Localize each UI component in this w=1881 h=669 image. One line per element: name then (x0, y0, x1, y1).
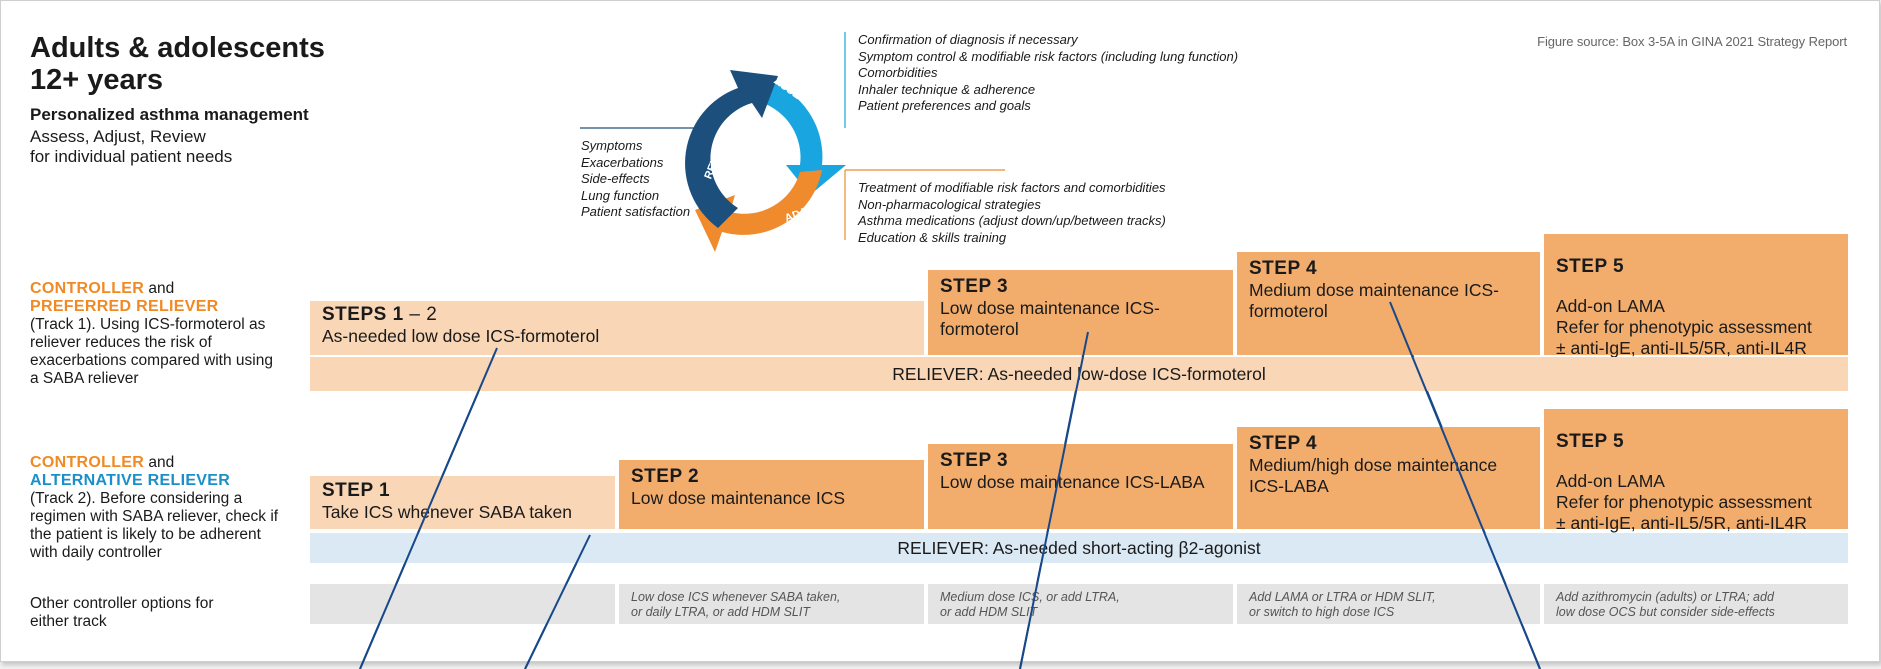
track2-step-2: STEP 2 Low dose maintenance ICS (619, 460, 924, 529)
controller-keyword: CONTROLLER (30, 454, 145, 471)
track1-reliever-bar: RELIEVER: As-needed low-dose ICS-formote… (310, 357, 1848, 391)
track1-step-1-2: STEPS 1 – 2 As-needed low dose ICS-formo… (310, 301, 924, 355)
list-item: Asthma medications (adjust down/up/betwe… (858, 213, 1166, 228)
track2-step-4: STEP 4 Medium/high dose maintenance ICS-… (1237, 427, 1540, 529)
other-options-cell-5: Add azithromycin (adults) or LTRA; add l… (1544, 584, 1848, 624)
other-options-cell-2: Low dose ICS whenever SABA taken, or dai… (619, 584, 924, 624)
assess-arrow-icon (760, 80, 846, 195)
list-item: Inhaler technique & adherence (858, 81, 1036, 97)
list-item: Symptom control & modifiable risk factor… (858, 48, 1239, 64)
list-item: Treatment of modifiable risk factors and… (858, 180, 1166, 195)
track1-label: CONTROLLER and PREFERRED RELIEVER (Track… (30, 280, 282, 388)
other-options-cell-4: Add LAMA or LTRA or HDM SLIT, or switch … (1237, 584, 1540, 624)
list-item: Exacerbations (581, 154, 664, 170)
list-item: Symptoms (581, 138, 643, 153)
alternative-reliever-keyword: ALTERNATIVE RELIEVER (30, 472, 231, 489)
page-title: Adults & adolescents 12+ years (30, 32, 325, 96)
list-item: Side-effects (581, 171, 650, 186)
subtext: Assess, Adjust, Review for individual pa… (30, 127, 233, 166)
preferred-reliever-keyword: PREFERRED RELIEVER (30, 298, 219, 315)
track2-step-1: STEP 1 Take ICS whenever SABA taken (310, 476, 615, 529)
other-options-cell-3: Medium dose ICS, or add LTRA, or add HDM… (928, 584, 1233, 624)
track1-step-5: STEP 5 Add-on LAMA Refer for phenotypic … (1544, 234, 1848, 379)
review-items: Symptoms Exacerbations Side-effects Lung… (581, 138, 690, 221)
title-line-1: Adults & adolescents (30, 32, 325, 64)
track1-description: (Track 1). Using ICS-formoterol as relie… (30, 316, 273, 387)
track2-reliever-bar: RELIEVER: As-needed short-acting β2-agon… (310, 533, 1848, 563)
adjust-items: Treatment of modifiable risk factors and… (858, 180, 1166, 246)
list-item: Patient preferences and goals (858, 98, 1031, 113)
track2-label: CONTROLLER and ALTERNATIVE RELIEVER (Tra… (30, 454, 282, 562)
review-arrow-icon (685, 70, 778, 228)
track2-description: (Track 2). Before considering a regimen … (30, 490, 279, 561)
assess-items: Confirmation of diagnosis if necessary S… (858, 32, 1238, 115)
list-item: Confirmation of diagnosis if necessary (858, 32, 1078, 47)
subtitle: Personalized asthma management (30, 105, 309, 124)
track1-step-3: STEP 3 Low dose maintenance ICS-formoter… (928, 270, 1233, 355)
list-item: Non-pharmacological strategies (858, 196, 1041, 212)
controller-keyword: CONTROLLER (30, 280, 145, 297)
list-item: Lung function (581, 187, 660, 203)
track1-step-4: STEP 4 Medium dose maintenance ICS-formo… (1237, 252, 1540, 355)
adjust-arrow-icon (695, 170, 822, 252)
other-options-cell-1 (310, 584, 615, 624)
track2-step-3: STEP 3 Low dose maintenance ICS-LABA (928, 444, 1233, 529)
track2-step-5: STEP 5 Add-on LAMA Refer for phenotypic … (1544, 409, 1848, 554)
list-item: Patient satisfaction (581, 204, 691, 219)
list-item: Education & skills training (858, 229, 1007, 245)
list-item: Comorbidities (858, 65, 938, 80)
figure-source: Figure source: Box 3-5A in GINA 2021 Str… (1537, 34, 1847, 49)
title-line-2: 12+ years (30, 64, 164, 96)
other-options-label: Other controller options for either trac… (30, 595, 214, 630)
